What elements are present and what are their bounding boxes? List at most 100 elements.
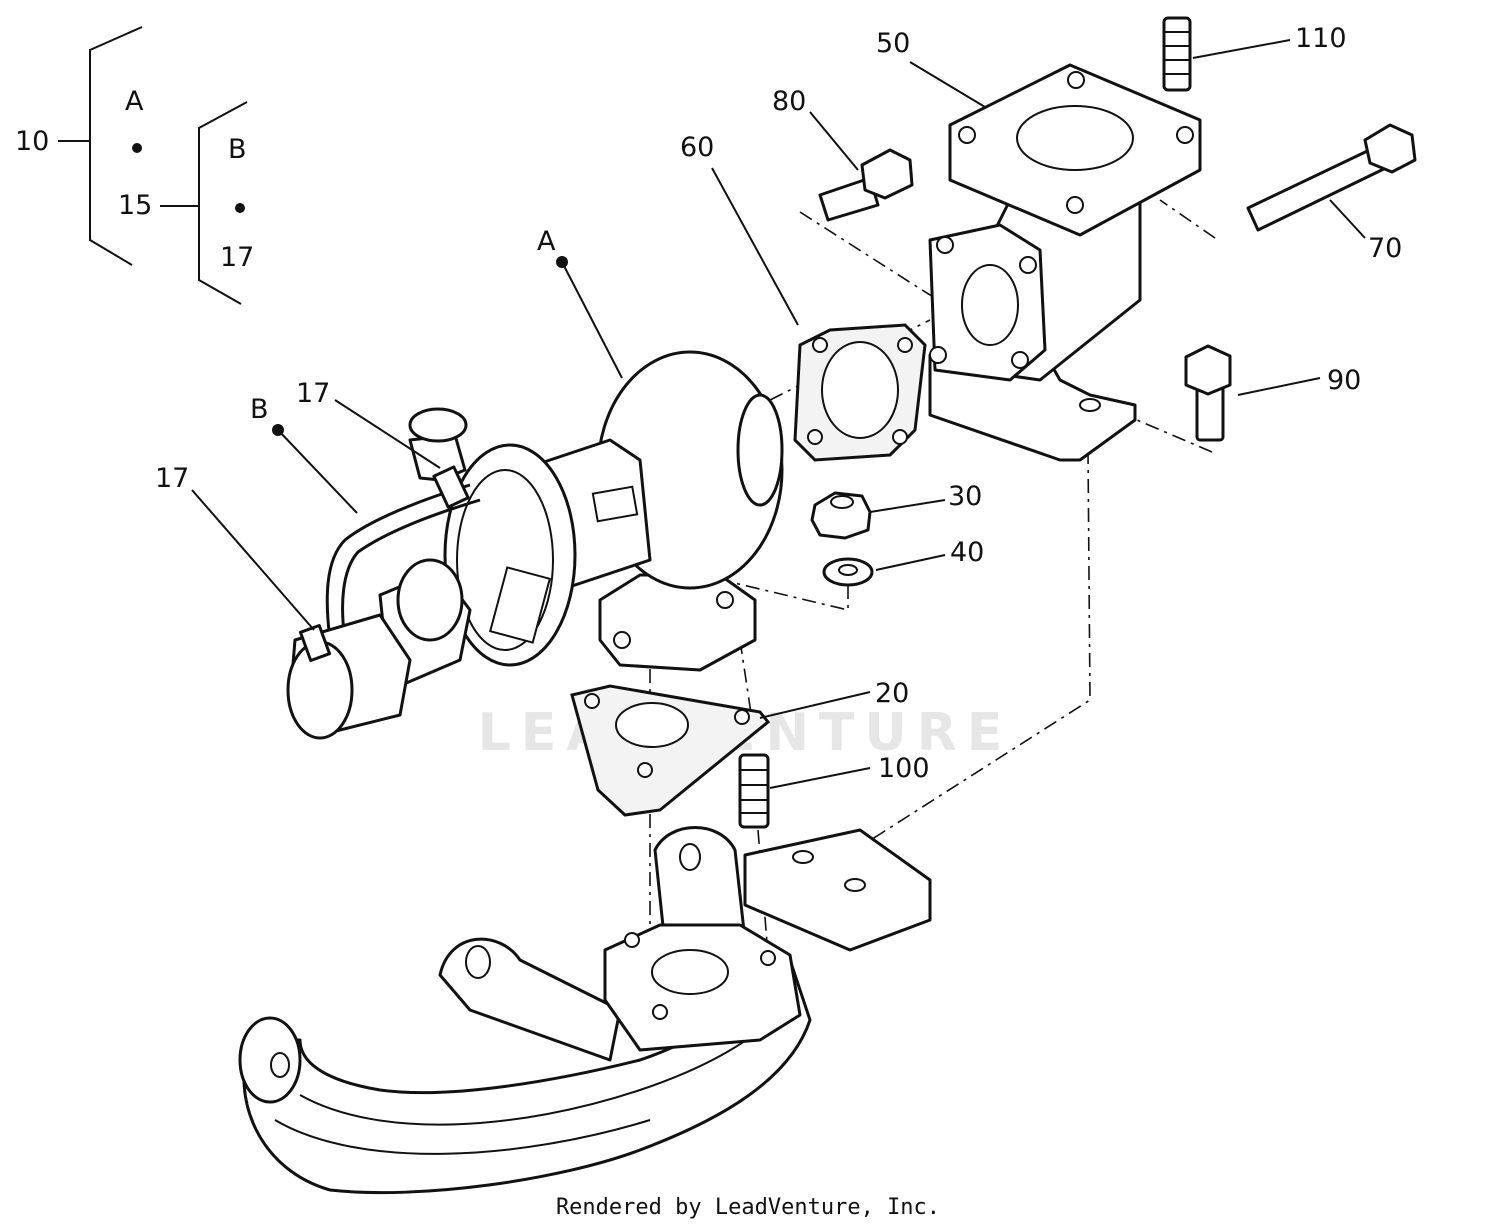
callout-50: 50 (876, 28, 910, 59)
align-line-nut-30 (721, 579, 849, 612)
legend-bracket-outer (89, 26, 143, 266)
align-line-flange-right (739, 639, 753, 721)
bolt-90 (1184, 344, 1232, 442)
nut-30 (810, 491, 872, 540)
gasket-20-port (615, 702, 689, 748)
bolt-80 (818, 148, 914, 222)
bolt-70 (1246, 123, 1417, 232)
legend-sub-group-number: 15 (118, 190, 152, 221)
flange-50-port (1016, 105, 1134, 171)
manifold-inlet-end (238, 1016, 302, 1104)
bolt-90-head (1184, 344, 1232, 396)
gasket-60-hole-3 (807, 429, 823, 445)
manifold-flange-hole-2 (760, 950, 776, 966)
manifold-flange-hole-1 (624, 932, 640, 948)
turbine-inlet (736, 393, 784, 507)
callout-dot-a (556, 256, 568, 268)
callout-17-lower: 17 (155, 463, 189, 494)
compressor-inlet-port (396, 558, 464, 642)
flange-50-hole-3 (958, 126, 976, 144)
callout-marker-b: B (250, 394, 269, 425)
callout-leaders (191, 39, 1366, 789)
manifold-bracket-hole-1 (792, 850, 814, 864)
callout-110: 110 (1295, 23, 1347, 54)
manifold-runner-contour-2 (274, 1119, 651, 1155)
gasket-20-hole-3 (637, 762, 653, 778)
elbow-inlet-hole-3 (929, 346, 947, 364)
callout-100: 100 (878, 753, 930, 784)
legend-item-17: 17 (220, 242, 254, 273)
callout-90: 90 (1327, 365, 1361, 396)
clamp-upper (432, 465, 470, 509)
legend-marker-b: B (228, 134, 247, 165)
legend-dot-b (235, 203, 245, 213)
compressor-nameplate (488, 566, 552, 644)
elbow-inlet-hole-2 (1019, 256, 1037, 274)
turbo-flange-hole-1 (716, 591, 734, 609)
manifold-runner (242, 958, 812, 1195)
flange-50-hole-1 (1067, 71, 1085, 89)
gasket-20 (570, 684, 771, 817)
oil-line-outer (325, 483, 471, 641)
callout-20: 20 (875, 678, 909, 709)
flange-50-hole-2 (1176, 126, 1194, 144)
align-line-bolt-70 (1159, 199, 1216, 239)
align-line-bolt-90 (1089, 399, 1213, 453)
manifold-upper-hole (679, 843, 701, 871)
elbow-inlet-port (961, 264, 1019, 346)
washer-40-hole (838, 564, 858, 576)
clamp-lower (298, 623, 332, 663)
stud-110-body (1162, 16, 1192, 92)
nut-30-hole (830, 495, 854, 509)
manifold-turbo-port (651, 949, 729, 995)
callout-70: 70 (1368, 233, 1402, 264)
compressor-outlet-end (408, 407, 468, 443)
flange-50-hole-4 (1066, 196, 1084, 214)
callout-30: 30 (948, 481, 982, 512)
stud-100 (738, 753, 770, 829)
stud-110 (1162, 16, 1192, 92)
oil-line-inner (341, 498, 481, 641)
callout-80: 80 (772, 86, 806, 117)
gasket-60-hole-2 (897, 337, 913, 353)
assembly-legend: 10 A 15 B 17 (15, 26, 254, 305)
legend-marker-a: A (125, 86, 144, 117)
stud-100-body (738, 753, 770, 829)
align-line-bracket (854, 449, 1091, 851)
legend-group-number: 10 (15, 126, 49, 157)
exhaust-elbow (928, 63, 1202, 462)
callout-labels: 50 110 80 60 70 90 30 40 20 100 A B 17 1… (155, 23, 1402, 784)
gasket-60-port (821, 341, 899, 439)
callout-dot-b (272, 424, 284, 436)
turbo-outlet-flange (598, 573, 757, 672)
gasket-20-hole-2 (734, 709, 750, 725)
callout-40: 40 (950, 537, 984, 568)
render-credit: Rendered by LeadVenture, Inc. (556, 1195, 940, 1220)
elbow-inlet-hole-1 (936, 236, 954, 254)
bolt-70-head (1363, 123, 1417, 174)
turbocharger (286, 350, 784, 740)
manifold-inlet-hole (270, 1052, 290, 1078)
callout-17-upper: 17 (296, 378, 330, 409)
gasket-60 (793, 323, 927, 462)
washer-40 (822, 557, 874, 587)
align-line-bolt-80 (799, 211, 936, 299)
turbo-flange-hole-2 (613, 631, 631, 649)
callout-marker-a: A (537, 226, 556, 257)
elbow-bracket-hole (1079, 398, 1101, 412)
manifold-upper-branch (653, 826, 747, 947)
gasket-20-hole-1 (584, 693, 600, 709)
gasket-60-hole-1 (812, 337, 828, 353)
legend-dot-a (132, 143, 142, 153)
manifold-flange-hole-3 (652, 1004, 668, 1020)
nut-30-body (810, 491, 872, 540)
manifold-bracket-hole-2 (844, 878, 866, 892)
exhaust-manifold (238, 826, 932, 1195)
manifold-center-hole (465, 945, 491, 979)
legend-bracket-inner (198, 101, 248, 305)
manifold-bracket-pad (743, 828, 932, 952)
elbow-inlet-hole-4 (1011, 351, 1029, 369)
callout-60: 60 (680, 132, 714, 163)
turbo-center-tag (591, 485, 639, 523)
